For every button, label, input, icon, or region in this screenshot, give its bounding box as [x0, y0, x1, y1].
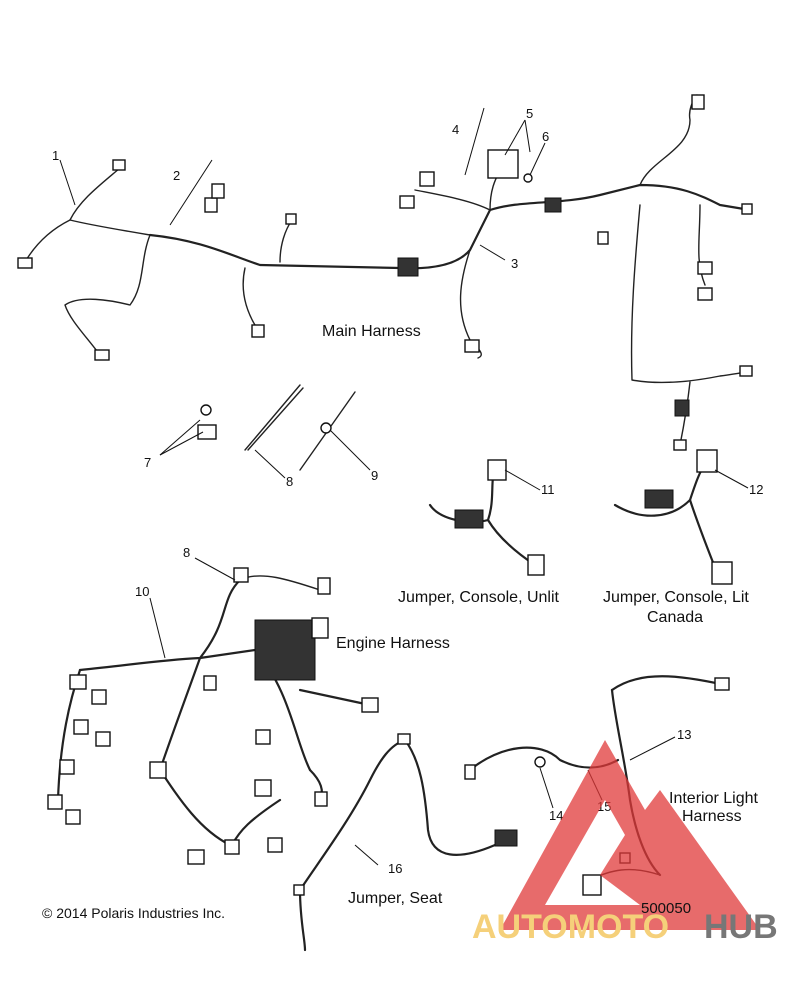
caption-engine-harness: Engine Harness: [336, 635, 450, 652]
caption-jumper-seat: Jumper, Seat: [348, 890, 443, 907]
caption-canada: Canada: [647, 609, 703, 626]
watermark-text-left: AUTOMOTO: [472, 908, 669, 946]
callout-10: 10: [135, 584, 149, 599]
callout-1: 1: [52, 148, 59, 163]
callout-7: 7: [144, 455, 151, 470]
small-parts: [197, 384, 356, 471]
jumper-seat: [293, 733, 518, 952]
callout-5: 5: [526, 106, 533, 121]
callout-8-engine: 8: [183, 545, 190, 560]
caption-interior-light-harness: Harness: [682, 808, 742, 825]
engine-harness: [47, 567, 379, 865]
leader-lines: [59, 107, 749, 866]
captions: Main Harness Jumper, Console, Unlit Jump…: [322, 323, 758, 907]
callout-6: 6: [542, 129, 549, 144]
callout-14: 14: [549, 808, 563, 823]
jumper-console-lit: [613, 449, 733, 585]
callout-4: 4: [452, 122, 459, 137]
callout-2: 2: [173, 168, 180, 183]
callout-16: 16: [388, 861, 402, 876]
callout-3: 3: [511, 256, 518, 271]
copyright-text: © 2014 Polaris Industries Inc.: [42, 905, 225, 921]
caption-main-harness: Main Harness: [322, 323, 421, 340]
callout-12: 12: [749, 482, 763, 497]
watermark-text-right: HUB: [704, 908, 778, 946]
watermark: AUTOMOTO HUB: [472, 740, 778, 946]
watermark-triangle-icon: [500, 740, 760, 930]
caption-jumper-console-lit: Jumper, Console, Lit: [603, 589, 749, 606]
callout-13: 13: [677, 727, 691, 742]
main-harness: [17, 94, 753, 451]
callout-8: 8: [286, 474, 293, 489]
caption-jumper-console-unlit: Jumper, Console, Unlit: [398, 589, 560, 606]
jumper-console-unlit: [428, 459, 545, 576]
callout-9: 9: [371, 468, 378, 483]
callout-11: 11: [541, 482, 555, 497]
caption-interior-light: Interior Light: [669, 790, 758, 807]
part-number: 500050: [641, 900, 691, 917]
